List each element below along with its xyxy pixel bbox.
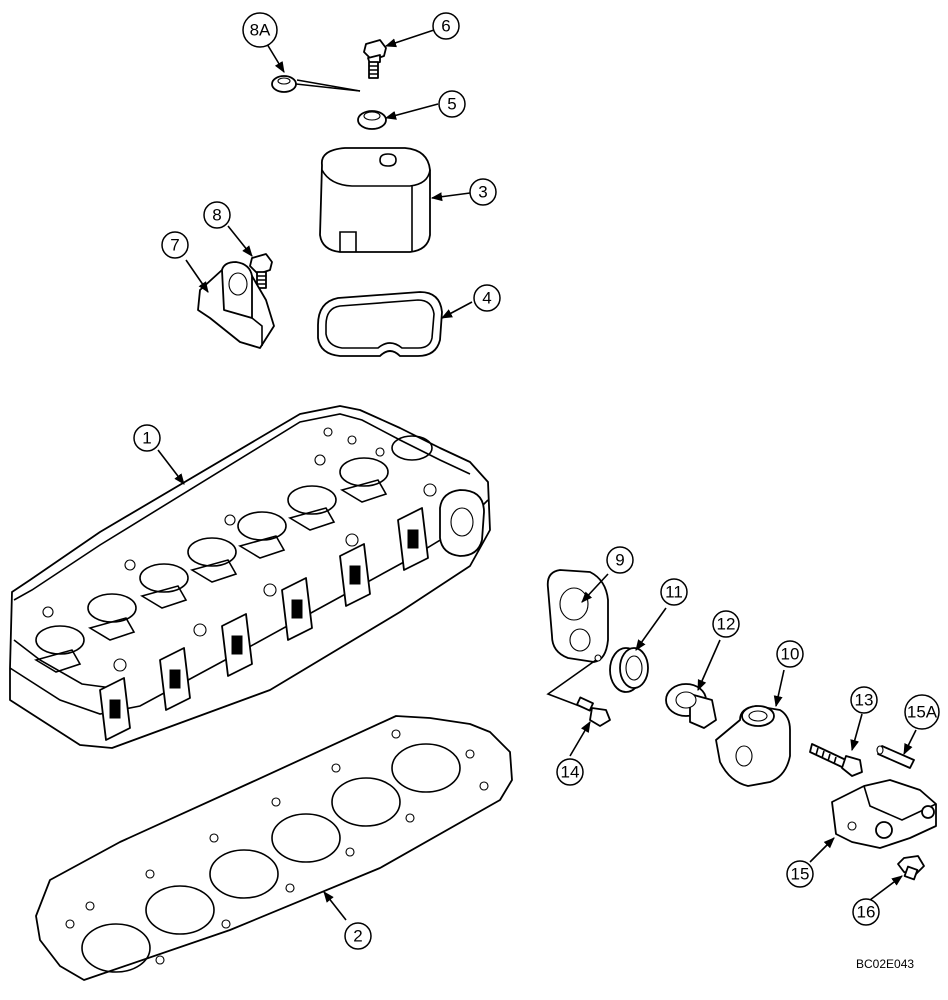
callout-7: 7 (161, 231, 189, 259)
callout-15: 15 (786, 860, 814, 888)
callout-5: 5 (438, 90, 466, 118)
callout-4: 4 (473, 284, 501, 312)
part-7-lifting-bracket (197, 261, 275, 349)
callout-4-label: 4 (482, 289, 491, 308)
callout-11-label: 11 (665, 583, 683, 602)
callout-13: 13 (850, 686, 878, 714)
callout-1: 1 (133, 424, 161, 452)
callout-14-label: 14 (561, 763, 580, 782)
part-8-bolt (249, 253, 273, 289)
callout-12: 12 (712, 610, 740, 638)
part-3-cover (319, 147, 431, 253)
callout-15-label: 15 (791, 865, 810, 884)
part-15a-pin (876, 745, 915, 769)
callout-8-label: 8 (212, 206, 221, 225)
callout-14: 14 (556, 758, 584, 786)
part-12-thermostat (665, 683, 717, 729)
callout-1-label: 1 (142, 429, 151, 448)
callout-5-label: 5 (447, 95, 456, 114)
part-5-grommet (357, 110, 387, 130)
part-13-bolt (809, 743, 863, 777)
part-9-thermostat-gasket (546, 569, 609, 711)
callout-15a: 15A (904, 694, 940, 730)
part-14-bolt (576, 696, 611, 727)
callout-3-label: 3 (478, 183, 487, 202)
callout-9-label: 9 (615, 551, 624, 570)
part-8a-washer (271, 75, 361, 93)
part-6-bolt (363, 39, 387, 79)
callout-16: 16 (852, 898, 880, 926)
callout-3: 3 (469, 178, 497, 206)
callout-7-label: 7 (170, 236, 179, 255)
callout-8: 8 (203, 201, 231, 229)
drawing-code: BC02E043 (856, 957, 914, 971)
callout-11: 11 (660, 578, 688, 606)
callout-10-label: 10 (781, 645, 800, 664)
part-15-bracket (831, 779, 937, 849)
leader-arrows (157, 29, 917, 921)
callout-13-label: 13 (855, 691, 874, 710)
part-2-head-gasket (35, 715, 513, 981)
callout-9: 9 (606, 546, 634, 574)
callout-2: 2 (344, 922, 372, 950)
callout-6-label: 6 (441, 17, 450, 36)
callout-12-label: 12 (717, 615, 736, 634)
part-4-gasket (317, 291, 443, 357)
callout-6: 6 (432, 12, 460, 40)
callout-8a: 8A (242, 12, 278, 48)
part-11-seal (609, 647, 649, 693)
callout-2-label: 2 (353, 927, 362, 946)
callout-10: 10 (776, 640, 804, 668)
part-16-bolt (897, 855, 925, 881)
part-10-thermostat-housing (715, 705, 791, 787)
part-1-cylinder-head (9, 405, 491, 749)
callout-15a-label: 15A (907, 703, 938, 722)
callout-8a-label: 8A (250, 21, 271, 40)
callout-16-label: 16 (857, 903, 876, 922)
